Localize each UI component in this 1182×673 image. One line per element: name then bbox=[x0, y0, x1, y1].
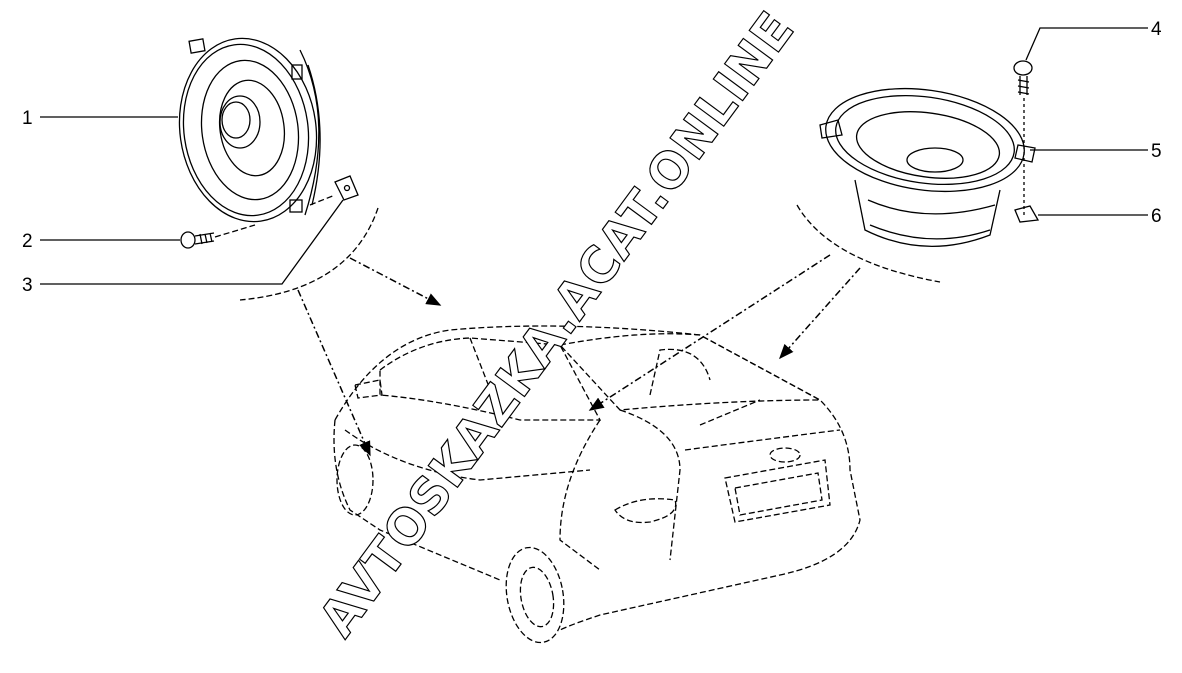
watermark: AVTOSKAZKA.ACAT.ONLINE bbox=[308, 1, 806, 647]
rear-speaker bbox=[819, 87, 1036, 247]
callout-1: 1 bbox=[22, 108, 33, 129]
callout-3: 3 bbox=[22, 275, 33, 296]
clip-3 bbox=[309, 175, 359, 206]
callout-2: 2 bbox=[22, 231, 33, 252]
screw-4 bbox=[1013, 60, 1033, 215]
location-arrows bbox=[239, 204, 941, 457]
callout-6: 6 bbox=[1151, 206, 1162, 227]
callouts: 1 2 3 4 5 6 bbox=[22, 19, 1162, 296]
callout-4: 4 bbox=[1151, 19, 1162, 40]
front-speaker bbox=[178, 37, 321, 223]
screw-2 bbox=[180, 224, 256, 249]
callout-5: 5 bbox=[1151, 141, 1162, 162]
car-illustration bbox=[333, 325, 861, 644]
clip-6 bbox=[1014, 205, 1040, 223]
